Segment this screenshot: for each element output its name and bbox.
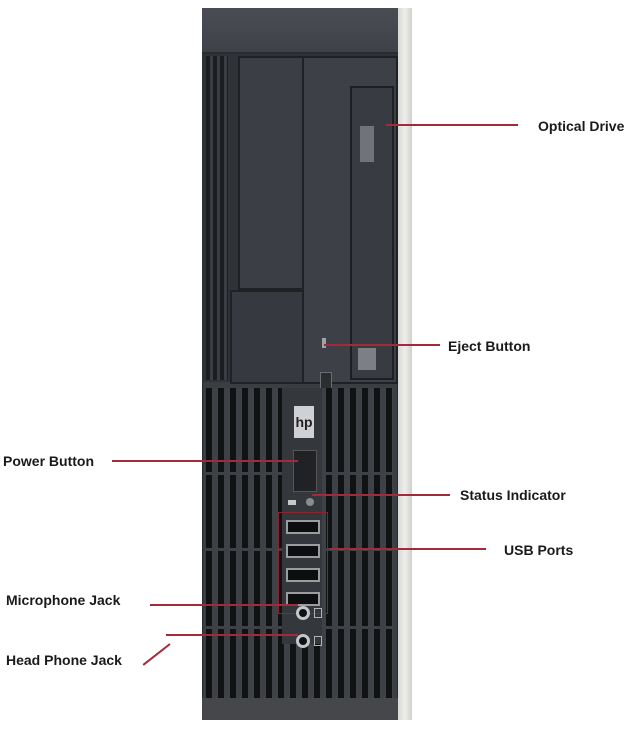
headphone-icon: [314, 636, 322, 646]
microphone-jack[interactable]: [296, 606, 310, 620]
eject-button-callout-line: [324, 344, 440, 346]
usb-port-1[interactable]: [286, 520, 320, 534]
status-indicator-callout-line: [312, 494, 450, 496]
case-side-panel: [398, 8, 412, 720]
status-indicator-label: Status Indicator: [460, 487, 566, 503]
usb-port-4[interactable]: [286, 592, 320, 606]
power-button-label: Power Button: [3, 453, 94, 469]
usb-ports-label: USB Ports: [504, 542, 574, 558]
microphone-jack-label: Microphone Jack: [6, 592, 121, 608]
usb-ports-callout-line: [330, 548, 486, 550]
usb-port-2[interactable]: [286, 544, 320, 558]
usb-port-3[interactable]: [286, 568, 320, 582]
head-phone-jack-callout-line: [166, 634, 298, 636]
optical-drive-led: [322, 338, 326, 348]
microphone-icon: [314, 608, 322, 618]
power-button-callout-line: [112, 460, 298, 462]
computer-case-front: hp: [202, 8, 398, 720]
eject-button-label: Eject Button: [448, 338, 531, 354]
power-button[interactable]: [293, 450, 317, 492]
optical-drive-logo-lower: [358, 348, 376, 370]
head-phone-jack-callout-diagonal: [142, 643, 171, 666]
optical-drive-label: Optical Drive: [538, 118, 625, 134]
optical-drive-logo: [360, 126, 374, 162]
hp-logo-icon: hp: [294, 406, 314, 438]
optical-drive-callout-line: [386, 124, 518, 126]
hdd-activity-led: [288, 500, 296, 505]
case-top-bezel: [202, 8, 398, 54]
drive-bays: [202, 54, 398, 400]
head-phone-jack-label: Head Phone Jack: [6, 652, 122, 668]
microphone-jack-callout-line: [150, 604, 298, 606]
side-vent: [206, 56, 228, 380]
status-indicator-led: [306, 498, 314, 506]
blank-bay-cover-lower: [230, 290, 304, 384]
blank-bay-cover: [238, 56, 304, 290]
headphone-jack[interactable]: [296, 634, 310, 648]
case-bottom-bezel: [202, 698, 398, 720]
